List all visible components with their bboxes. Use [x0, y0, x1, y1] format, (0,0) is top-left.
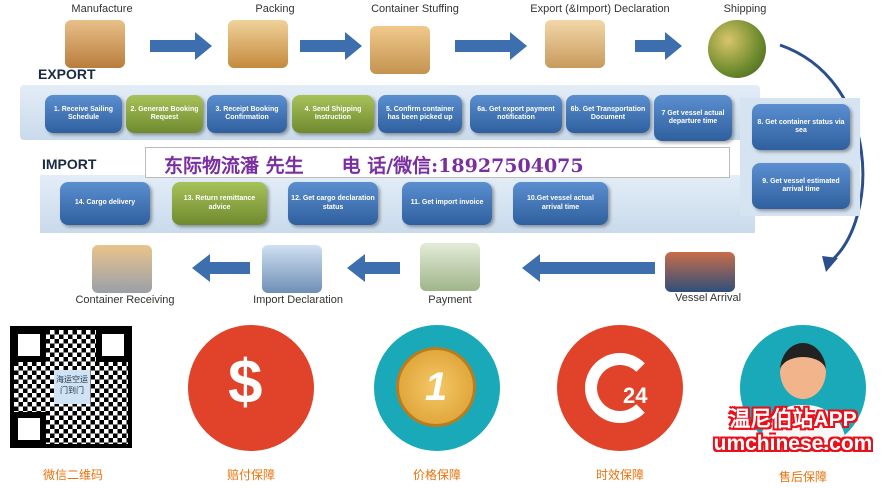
stage-import-declaration: Import Declaration — [253, 294, 343, 306]
step-11: 11. Get import invoice — [402, 182, 492, 225]
contact-box: 东际物流潘 先生 电 话/微信:18927504075 — [145, 147, 730, 178]
step-4: 4. Send Shipping Instruction — [292, 95, 374, 133]
step-12: 12. Get cargo declaration status — [288, 182, 378, 225]
guarantee-after-sales: 售后保障 — [778, 470, 827, 484]
stage-export-declaration: Export (&Import) Declaration — [530, 3, 670, 15]
packing-icon — [228, 20, 288, 68]
step-13: 13. Return remittance advice — [172, 182, 267, 225]
container-receiving-icon — [92, 245, 152, 293]
vessel-icon — [665, 252, 735, 292]
step-9: 9. Get vessel estimated arrival time — [752, 163, 850, 209]
step-10: 10.Get vessel actual arrival time — [513, 182, 608, 225]
compensation-icon: $ — [188, 325, 314, 451]
stage-packing: Packing — [255, 3, 295, 15]
import-declaration-icon — [262, 245, 322, 293]
price-coin-icon: 1 — [374, 325, 500, 451]
step-2: 2. Generate Booking Request — [126, 95, 203, 133]
curved-arrow — [779, 43, 865, 264]
guarantee-compensation: 赔付保障 — [226, 468, 275, 482]
step-14: 14. Cargo delivery — [60, 182, 150, 225]
stage-container-receiving: Container Receiving — [75, 294, 175, 306]
arrow-right-icon — [300, 32, 362, 60]
guarantee-price: 价格保障 — [412, 468, 461, 482]
export-label: EXPORT — [38, 66, 96, 82]
arrow-right-icon — [635, 32, 682, 60]
arrow-right-icon — [150, 32, 212, 60]
stage-shipping: Shipping — [723, 3, 767, 15]
import-band — [40, 175, 755, 233]
stage-container-stuffing: Container Stuffing — [371, 3, 459, 15]
stage-vessel-arrival: Vessel Arrival — [674, 292, 742, 304]
workers-icon — [545, 20, 605, 68]
timeliness-24-icon: 24 — [557, 325, 683, 451]
watermark-line1: 温尼伯站APP — [729, 408, 857, 431]
stage-manufacture: Manufacture — [71, 3, 133, 15]
stage-payment: Payment — [428, 294, 472, 306]
step-6b: 6b. Get Transportation Document — [566, 95, 650, 133]
step-6a: 6a. Get export payment notification — [470, 95, 562, 133]
step-1: 1. Receive Sailing Schedule — [45, 95, 122, 133]
step-5: 5. Confirm container has been picked up — [378, 95, 462, 133]
qr-code[interactable]: 海运空运门到门 — [10, 326, 132, 448]
arrow-left-icon — [192, 254, 250, 282]
arrow-left-icon — [522, 254, 655, 282]
payment-icon — [420, 243, 480, 291]
globe-icon — [708, 20, 766, 78]
import-label: IMPORT — [42, 156, 97, 172]
arrow-left-icon — [347, 254, 400, 282]
qr-center-text: 海运空运门到门 — [54, 370, 90, 404]
step-8: 8. Get container status via sea — [752, 104, 850, 150]
container-icon — [370, 26, 430, 74]
watermark: 温尼伯站APP umchinese.com — [703, 408, 883, 456]
watermark-line2: umchinese.com — [713, 432, 873, 455]
qr-label: 微信二维码 — [42, 468, 103, 482]
support-agent-icon — [740, 325, 866, 451]
arrow-right-icon — [455, 32, 527, 60]
contact-text: 东际物流潘 先生 电 话/微信:18927504075 — [164, 155, 584, 177]
factory-icon — [65, 20, 125, 68]
step-7: 7 Get vessel actual departure time — [654, 95, 732, 141]
guarantee-timeliness: 时效保障 — [595, 468, 644, 482]
step-3: 3. Receipt Booking Confirmation — [207, 95, 287, 133]
